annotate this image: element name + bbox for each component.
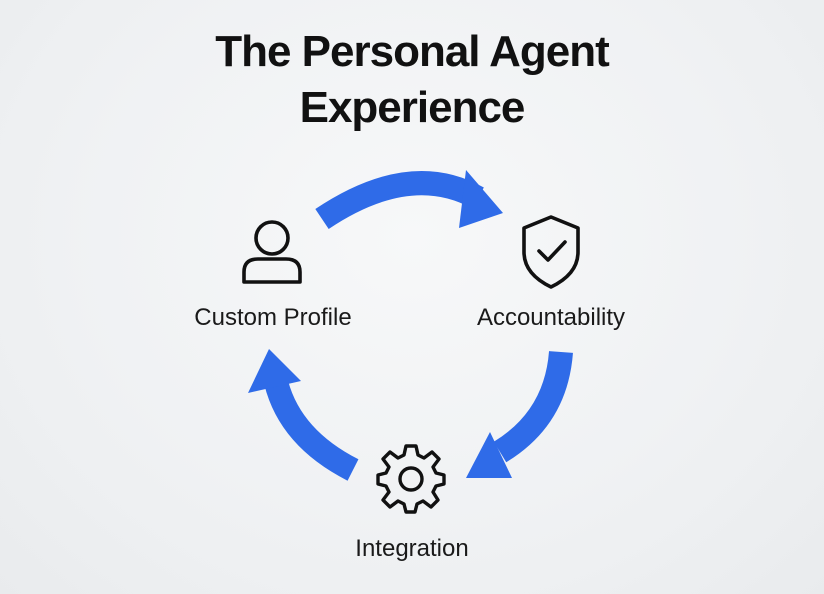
user-icon: [242, 220, 302, 284]
arrow-profile-to-accountability: [315, 170, 503, 230]
diagram-title: The Personal Agent Experience: [0, 24, 824, 136]
shield-check-icon: [522, 215, 580, 289]
arrow-integration-to-profile: [248, 349, 359, 481]
arrow-accountability-to-integration: [466, 350, 573, 478]
integration-label: Integration: [355, 535, 469, 562]
custom-profile-label: Custom Profile: [194, 304, 352, 331]
gear-icon: [376, 444, 446, 514]
title-line-2: Experience: [299, 83, 526, 132]
title-line-1: The Personal Agent: [215, 27, 610, 76]
accountability-label: Accountability: [476, 304, 626, 331]
